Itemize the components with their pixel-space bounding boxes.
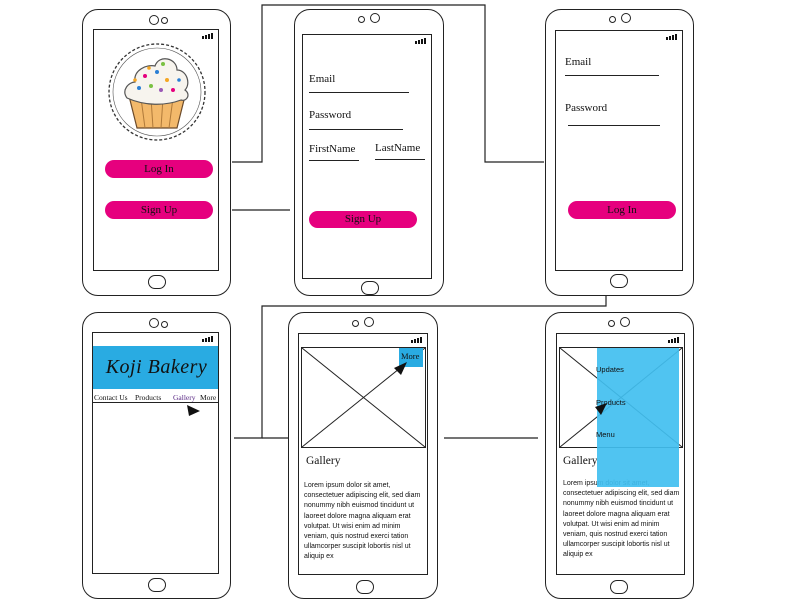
signal-icon — [668, 337, 680, 343]
firstname-label: FirstName — [309, 143, 356, 155]
phone-home: Koji Bakery Contact Us Products Gallery … — [82, 312, 231, 599]
home-button[interactable] — [148, 275, 166, 289]
signup-button[interactable]: Sign Up — [105, 201, 213, 219]
camera — [358, 16, 365, 23]
phone-signup-form: Email Password FirstName LastName Sign U… — [294, 9, 444, 296]
phone-welcome: Log In Sign Up — [82, 9, 231, 296]
signal-icon — [202, 33, 214, 39]
more-button-label: More — [401, 351, 420, 361]
nav-divider — [93, 402, 218, 403]
home-button[interactable] — [356, 580, 374, 594]
speaker — [149, 15, 159, 25]
cupcake-logo — [108, 43, 206, 141]
speaker — [370, 13, 380, 23]
menu-item-menu[interactable]: Menu — [596, 430, 615, 439]
camera — [161, 321, 168, 328]
credentials-screen: Email Password Log In — [555, 30, 683, 271]
lastname-field[interactable] — [375, 159, 425, 160]
speaker — [149, 318, 159, 328]
login-button[interactable]: Log In — [105, 160, 213, 178]
speaker — [621, 13, 631, 23]
more-button[interactable]: More — [399, 348, 423, 367]
cursor-pointer-icon — [595, 403, 607, 415]
email-field[interactable] — [309, 92, 409, 93]
brand-banner: Koji Bakery — [93, 346, 218, 389]
gallery-title: Gallery — [563, 455, 598, 467]
email-label: Email — [565, 56, 592, 68]
home-button[interactable] — [148, 578, 166, 592]
welcome-screen: Log In Sign Up — [93, 29, 219, 271]
signup-submit-button[interactable]: Sign Up — [309, 211, 417, 228]
home-button[interactable] — [610, 274, 628, 288]
email-label: Email — [309, 73, 336, 85]
menu-item-updates[interactable]: Updates — [596, 365, 624, 374]
gallery-screen: More Gallery Lorem ipsum dolor sit amet,… — [298, 333, 428, 575]
signal-icon — [411, 337, 423, 343]
camera — [352, 320, 359, 327]
speaker — [364, 317, 374, 327]
camera — [161, 17, 168, 24]
lastname-label: LastName — [375, 142, 421, 154]
signal-icon — [666, 34, 678, 40]
password-field[interactable] — [309, 129, 403, 130]
password-label: Password — [309, 109, 352, 121]
connector-credentials-to-home — [234, 295, 607, 439]
cursor-pointer-icon — [187, 405, 200, 416]
password-label: Password — [565, 102, 608, 114]
nav-more[interactable]: More — [200, 393, 217, 402]
signal-icon — [415, 38, 427, 44]
password-field[interactable] — [568, 125, 660, 126]
nav-contact-us[interactable]: Contact Us — [94, 393, 128, 402]
cursor-pointer-icon — [394, 362, 407, 375]
camera — [608, 320, 615, 327]
connector-login-to-credentials — [232, 4, 544, 163]
home-button[interactable] — [361, 281, 379, 295]
phone-login-form: Email Password Log In — [545, 9, 694, 296]
phone-gallery: More Gallery Lorem ipsum dolor sit amet,… — [288, 312, 438, 599]
nav-products[interactable]: Products — [135, 393, 162, 402]
brand-title: Koji Bakery — [105, 356, 208, 378]
menu-item-products[interactable]: Products — [596, 398, 626, 407]
more-menu-overlay — [597, 348, 679, 487]
email-field[interactable] — [565, 75, 659, 76]
gallery-body-text: Lorem ipsum dolor sit amet, consectetuer… — [563, 480, 680, 559]
home-screen: Koji Bakery Contact Us Products Gallery … — [92, 332, 219, 574]
gallery-body-text: Lorem ipsum dolor sit amet, consectetuer… — [304, 482, 421, 561]
login-submit-button[interactable]: Log In — [568, 201, 676, 219]
signal-icon — [202, 336, 214, 342]
gallery-menu-screen: Gallery Lorem ipsum dolor sit amet, cons… — [556, 333, 685, 575]
camera — [609, 16, 616, 23]
speaker — [620, 317, 630, 327]
nav-gallery[interactable]: Gallery — [173, 393, 196, 402]
signup-screen: Email Password FirstName LastName Sign U… — [302, 34, 432, 279]
home-button[interactable] — [610, 580, 628, 594]
firstname-field[interactable] — [309, 160, 359, 161]
phone-gallery-menu: Gallery Lorem ipsum dolor sit amet, cons… — [545, 312, 694, 599]
gallery-title: Gallery — [306, 455, 341, 467]
